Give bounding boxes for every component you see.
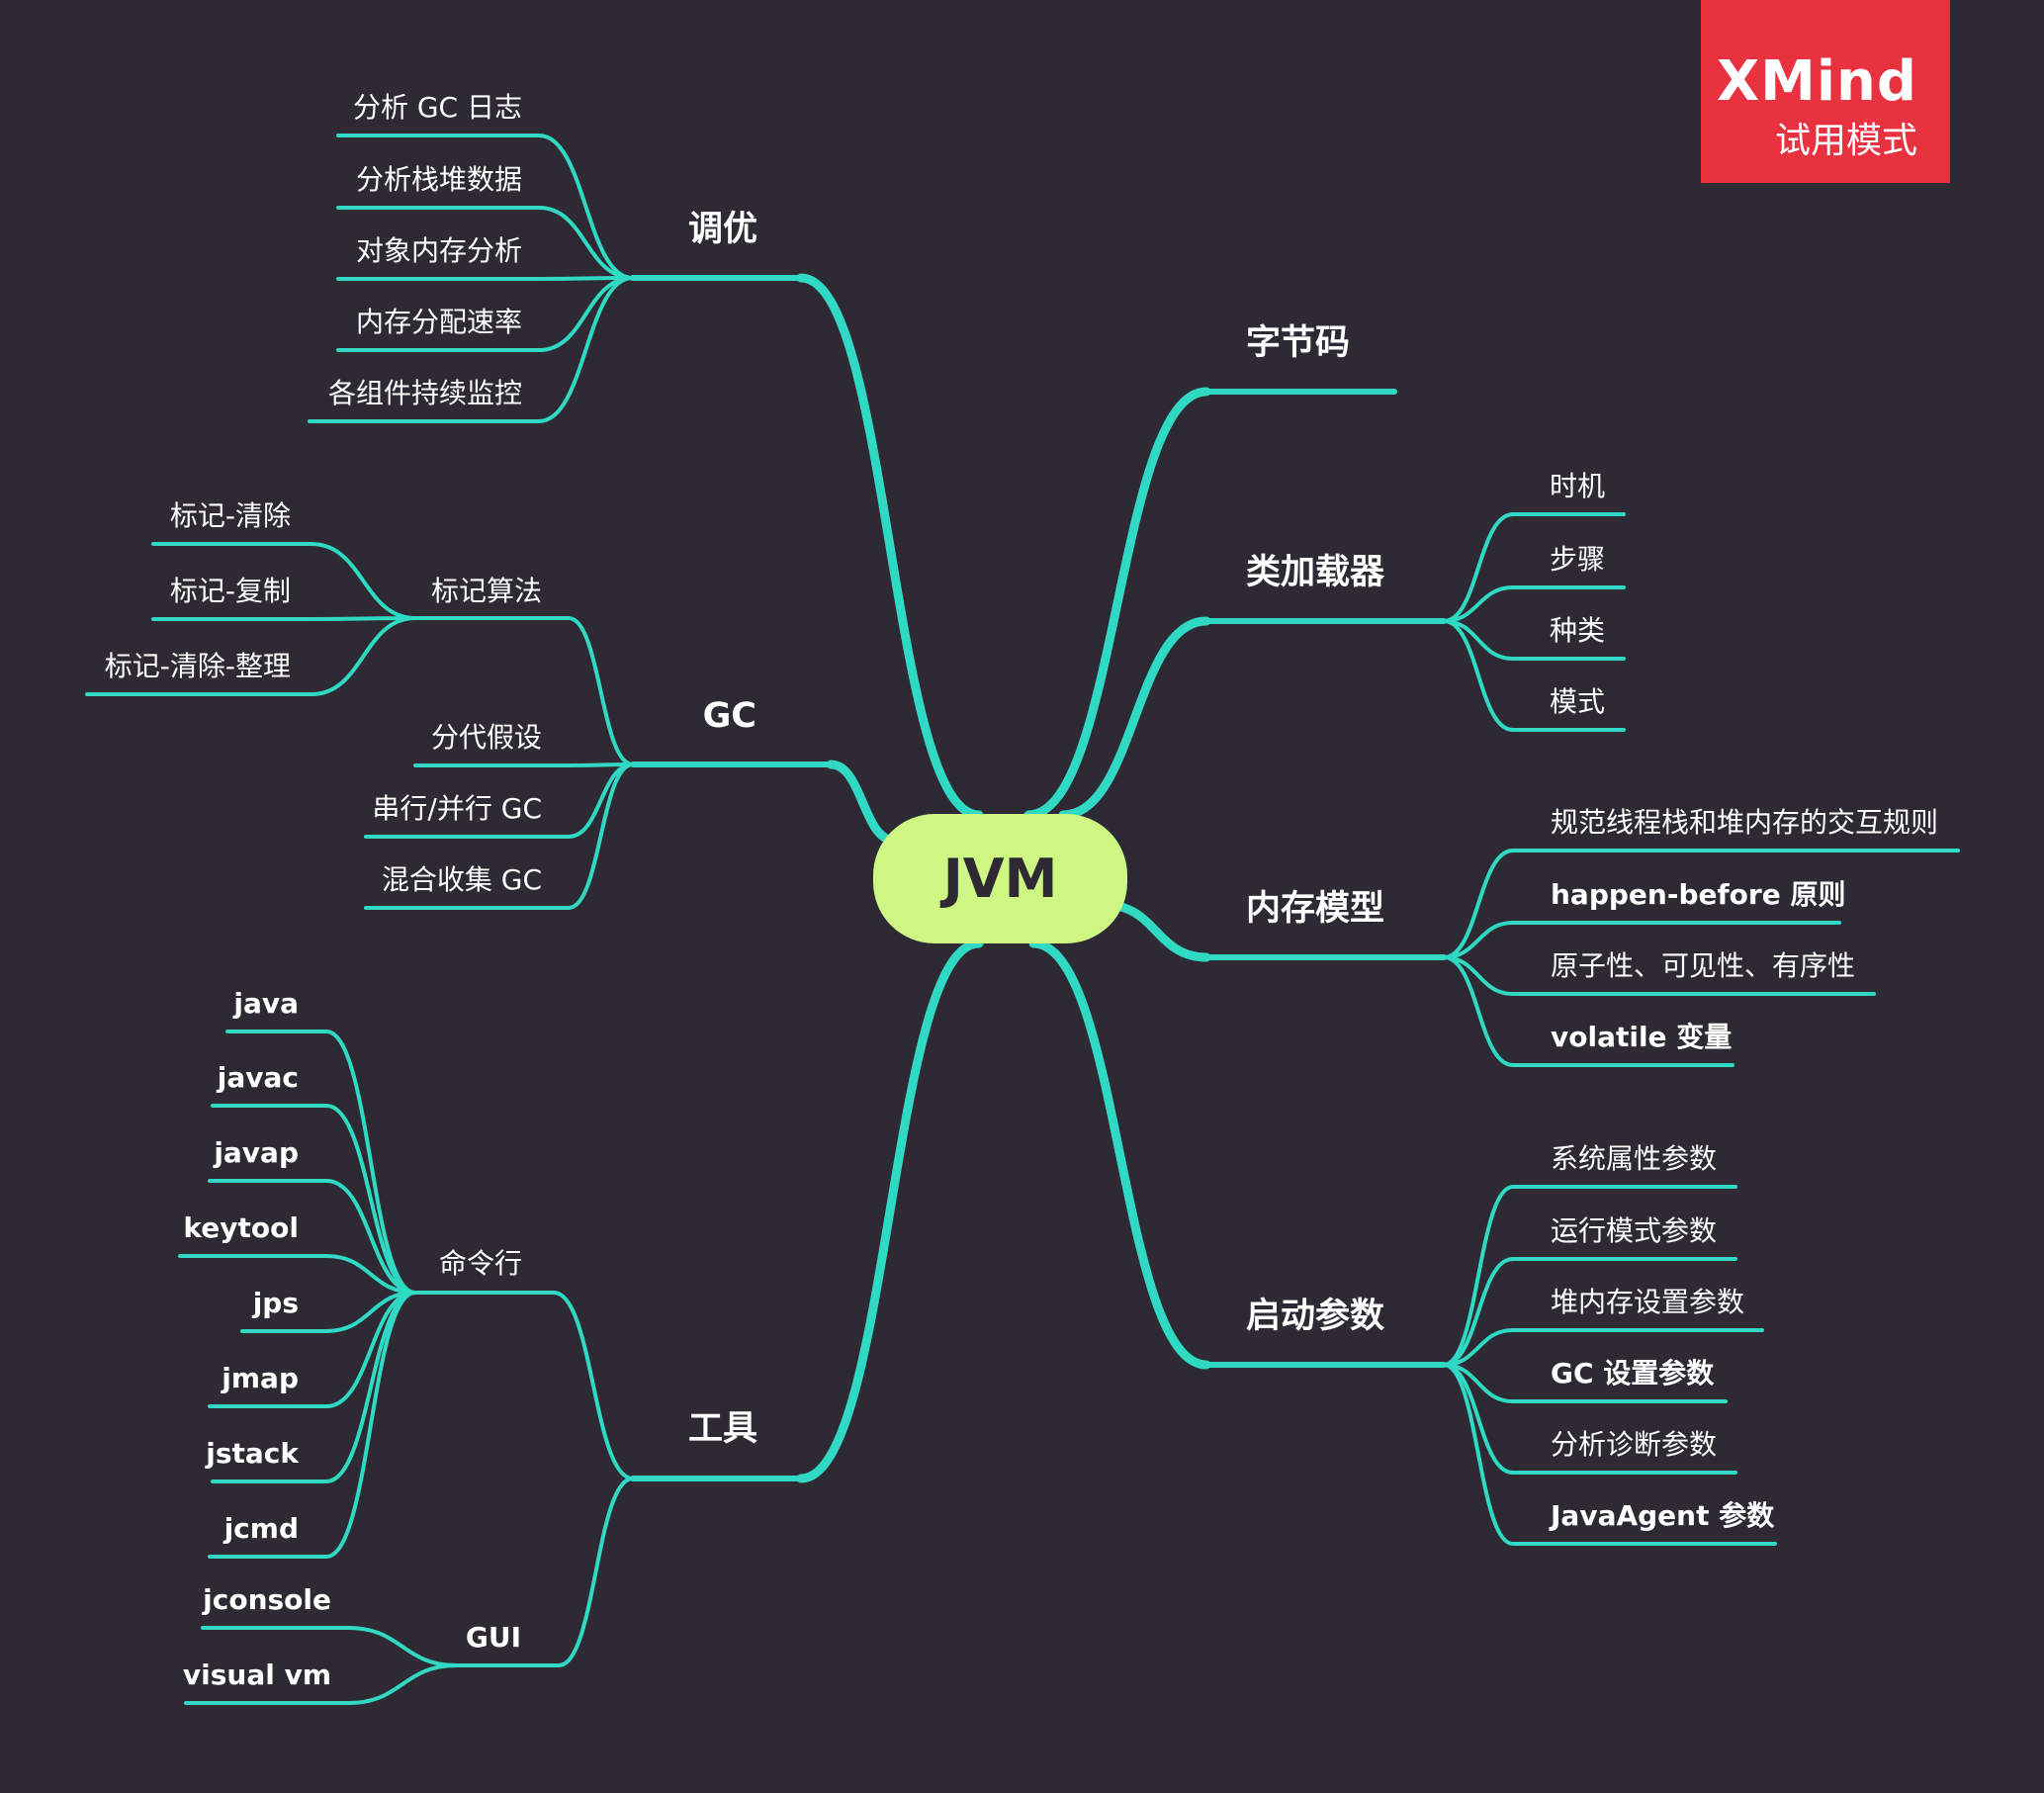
watermark-subtitle: 试用模式: [1774, 121, 1917, 161]
edge-memory-model-child-3: [1442, 955, 1515, 1067]
branch-tools[interactable]: 工具: [687, 1409, 757, 1449]
edge-root-memory-model: [1101, 900, 1211, 962]
tuning-child-0[interactable]: 分析 GC 日志: [352, 91, 522, 124]
edge-root-gc: [826, 760, 900, 846]
edge-startup-child-2: [1442, 1328, 1515, 1367]
root-node-jvm[interactable]: JVM: [873, 814, 1127, 943]
xmind-trial-watermark: XMind 试用模式: [1701, 0, 1950, 183]
cli-jstack[interactable]: jstack: [206, 1437, 299, 1470]
gc-child-2[interactable]: 混合收集 GC: [381, 863, 542, 896]
edge-startup-child-1: [1442, 1257, 1515, 1367]
edge-tuning-child-3: [537, 276, 635, 352]
edge-cli-child-5: [324, 1291, 417, 1408]
mark-child-0[interactable]: 标记-清除: [169, 499, 291, 532]
edge-root-bytecode: [1023, 387, 1211, 820]
memory-model-child-2[interactable]: 原子性、可见性、有序性: [1551, 949, 1856, 982]
cli-keytool[interactable]: keytool: [183, 1211, 299, 1244]
edge-gui-child-1: [346, 1663, 459, 1705]
edge-classloader-child-0: [1442, 512, 1515, 623]
edge-mark-child-1: [310, 616, 417, 621]
watermark-title: XMind: [1716, 49, 1917, 114]
cli-javac[interactable]: javac: [217, 1061, 299, 1094]
mark-child-1[interactable]: 标记-复制: [169, 575, 291, 607]
edge-gc-child-1: [567, 762, 635, 839]
edge-cli-child-4: [324, 1291, 417, 1333]
startup-child-3[interactable]: GC 设置参数: [1551, 1357, 1715, 1390]
edge-root-classloader: [1058, 616, 1211, 820]
edge-startup-child-0: [1442, 1185, 1515, 1367]
branch-tuning[interactable]: 调优: [687, 210, 757, 249]
gc-child-1[interactable]: 串行/并行 GC: [372, 792, 542, 825]
branch-bytecode[interactable]: 字节码: [1246, 323, 1351, 363]
edge-cli-child-3: [324, 1254, 417, 1295]
edge-gui-child-0: [346, 1626, 459, 1667]
classloader-child-1[interactable]: 步骤: [1550, 543, 1606, 576]
edge-cli-child-7: [324, 1291, 417, 1559]
edge-mark-child-2: [310, 616, 417, 696]
gc-child-0[interactable]: 分代假设: [430, 721, 542, 754]
memory-model-child-0[interactable]: 规范线程栈和堆内存的交互规则: [1551, 806, 1939, 839]
edge-cli-child-2: [324, 1179, 417, 1295]
startup-child-0[interactable]: 系统属性参数: [1551, 1142, 1718, 1175]
mark-child-2[interactable]: 标记-清除-整理: [104, 650, 291, 682]
branch-memory-model[interactable]: 内存模型: [1246, 889, 1385, 929]
startup-child-2[interactable]: 堆内存设置参数: [1551, 1286, 1745, 1318]
edge-root-tuning: [796, 273, 984, 820]
tuning-child-3[interactable]: 内存分配速率: [355, 306, 522, 338]
gui-jconsole[interactable]: jconsole: [203, 1583, 331, 1616]
edge-tools-gui: [557, 1477, 635, 1667]
edge-memory-model-child-0: [1442, 849, 1515, 959]
edge-memory-model-child-1: [1442, 921, 1515, 959]
edge-gc-child-2: [567, 762, 635, 910]
edge-tuning-child-4: [537, 276, 635, 423]
edge-gc-mark: [567, 616, 635, 766]
tuning-child-1[interactable]: 分析栈堆数据: [355, 163, 522, 196]
startup-child-1[interactable]: 运行模式参数: [1551, 1214, 1718, 1247]
cli-jps[interactable]: jps: [252, 1287, 299, 1319]
tools-gui[interactable]: GUI: [465, 1621, 521, 1654]
gui-visual-vm[interactable]: visual vm: [182, 1659, 331, 1691]
gc-mark-algorithm[interactable]: 标记算法: [430, 575, 542, 607]
cli-javap[interactable]: javap: [214, 1136, 299, 1169]
edge-tuning-child-1: [537, 206, 635, 280]
startup-child-4[interactable]: 分析诊断参数: [1551, 1428, 1718, 1461]
branch-gc[interactable]: GC: [702, 696, 756, 736]
cli-jcmd[interactable]: jcmd: [223, 1512, 299, 1545]
edge-mark-child-0: [310, 542, 417, 620]
classloader-child-3[interactable]: 模式: [1550, 685, 1606, 718]
branch-startup[interactable]: 启动参数: [1246, 1297, 1385, 1336]
edge-tuning-child-0: [537, 134, 635, 280]
startup-child-5[interactable]: JavaAgent 参数: [1551, 1499, 1775, 1532]
tools-cli[interactable]: 命令行: [438, 1247, 522, 1280]
cli-jmap[interactable]: jmap: [222, 1362, 299, 1394]
tuning-child-4[interactable]: 各组件持续监控: [327, 377, 522, 409]
edge-cli-child-6: [324, 1291, 417, 1483]
cli-java[interactable]: java: [233, 987, 299, 1020]
edge-startup-child-5: [1442, 1363, 1515, 1546]
edge-tools-cli: [552, 1291, 635, 1480]
edge-cli-child-1: [324, 1104, 417, 1295]
classloader-child-0[interactable]: 时机: [1550, 470, 1606, 502]
edge-classloader-child-3: [1442, 619, 1515, 732]
tuning-child-2[interactable]: 对象内存分析: [355, 234, 522, 267]
classloader-child-2[interactable]: 种类: [1550, 614, 1606, 647]
memory-model-child-3[interactable]: volatile 变量: [1551, 1021, 1733, 1053]
edge-root-tools: [796, 939, 984, 1483]
edge-classloader-child-1: [1442, 585, 1515, 623]
edge-root-startup: [1028, 939, 1211, 1370]
branch-classloader[interactable]: 类加载器: [1246, 553, 1385, 592]
edge-cli-child-0: [324, 1030, 417, 1295]
memory-model-child-1[interactable]: happen-before 原则: [1551, 878, 1846, 911]
